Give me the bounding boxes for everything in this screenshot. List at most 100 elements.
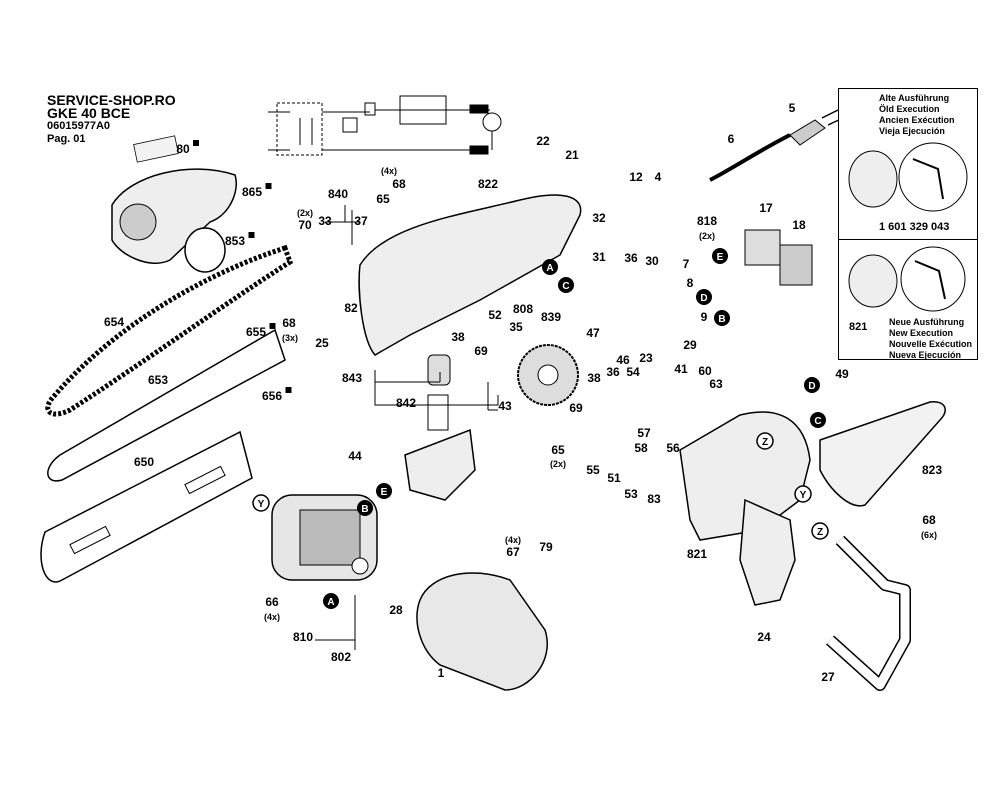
part-label-843: 843 [342,371,362,385]
connection-marker-label: A [546,263,553,274]
part-label-68: 68 [922,513,936,527]
part-label-66: 66 [265,595,279,609]
old-line-de: Alte Ausführung [879,93,950,103]
connection-marker-label: C [562,281,569,292]
header: SERVICE-SHOP.RO GKE 40 BCE 06015977A0 Pa… [47,93,176,146]
leader-lines [315,205,499,650]
part-label-38: 38 [587,371,601,385]
connection-marker-label: Y [258,499,265,510]
connection-marker-label: A [327,597,334,608]
new-part-marker [193,140,199,146]
part-label-7: 7 [683,257,690,271]
connection-marker-label: E [381,487,388,498]
quantity-label: (4x) [505,535,521,545]
part-label-822: 822 [478,177,498,191]
new-part-marker [248,232,255,238]
connection-marker-c: C [810,412,826,428]
bar-cover [40,430,253,583]
part-label-58: 58 [634,441,648,455]
new-part-marker [285,387,292,393]
part-label-54: 54 [626,365,640,379]
new-line-fr: Nouvelle Exécution [889,339,973,349]
connection-marker-e: E [712,248,728,264]
part-label-30: 30 [645,254,659,268]
part-label-25: 25 [315,336,329,350]
old-line-es: Vieja Ejecución [879,126,945,136]
part-label-656: 656 [262,389,282,403]
connection-marker-c: C [558,277,574,293]
connection-marker-label: C [814,416,821,427]
connection-marker-z: Z [811,522,829,540]
quantity-label: (2x) [550,459,566,469]
part-label-33: 33 [318,214,332,228]
part-label-650: 650 [134,455,154,469]
quantity-label: (2x) [297,208,313,218]
switch-box [744,229,781,266]
part-label-65: 65 [376,192,390,206]
part-label-44: 44 [348,449,362,463]
part-label-842: 842 [396,396,416,410]
part-label-46: 46 [616,353,630,367]
part-label-810: 810 [293,630,313,644]
connection-marker-label: Z [817,527,823,538]
quantity-label: (3x) [282,333,298,343]
part-label-79: 79 [539,540,553,554]
oil-tank [404,428,476,501]
connection-marker-label: D [808,381,815,392]
part-label-49: 49 [835,367,849,381]
motor-assembly [271,494,378,581]
part-label-51: 51 [607,471,621,485]
part-label-37: 37 [354,214,368,228]
saw-chain [45,244,294,417]
part-label-839: 839 [541,310,561,324]
connection-marker-label: E [717,252,724,263]
part-label-802: 802 [331,650,351,664]
new-execution-text: Neue Ausführung New Execution Nouvelle E… [889,317,972,361]
part-label-4: 4 [655,170,662,184]
part-label-865: 865 [242,185,262,199]
connection-marker-a: A [323,593,339,609]
power-cord [709,133,791,182]
new-part-marker [265,183,272,189]
part-number: 06015977A0 [47,120,111,132]
motor-housing [416,572,548,691]
part-label-654: 654 [104,315,124,329]
connection-marker-b: B [357,500,373,516]
part-label-35: 35 [509,320,523,334]
connection-marker-d: D [804,377,820,393]
part-label-56: 56 [666,441,680,455]
part-label-43: 43 [498,399,512,413]
part-label-17: 17 [759,201,773,215]
front-cover [819,401,946,507]
quantity-label: (4x) [264,612,280,622]
quantity-label: (6x) [921,530,937,540]
main-housing [358,194,582,356]
part-label-29: 29 [683,338,697,352]
part-label-27: 27 [821,670,835,684]
part-label-36: 36 [606,365,620,379]
part-label-82: 82 [344,301,358,315]
quantity-labels: (2x)(4x)(2x)(3x)(2x)(6x)(4x)(4x) [264,166,937,622]
connection-marker-y: Y [794,485,812,503]
part-label-52: 52 [488,308,502,322]
part-label-68: 68 [282,316,296,330]
page-number: Pag. 01 [47,133,86,145]
part-label-1: 1 [438,666,445,680]
connection-marker-e: E [376,483,392,499]
part-label-83: 83 [647,492,661,506]
old-execution-drawing [848,142,968,212]
part-label-5: 5 [789,101,796,115]
part-label-80: 80 [176,142,190,156]
old-execution-text: Alte Ausführung Öld Execution Ancien Exé… [879,93,955,137]
new-line-es: Nueva Ejecución [889,350,962,360]
new-execution-drawing [848,246,966,312]
connection-marker-b: B [714,310,730,326]
part-label-32: 32 [592,211,606,225]
quantity-label: (4x) [381,166,397,176]
connection-marker-label: B [718,314,725,325]
part-label-70: 70 [298,218,312,232]
connection-marker-label: B [361,504,368,515]
